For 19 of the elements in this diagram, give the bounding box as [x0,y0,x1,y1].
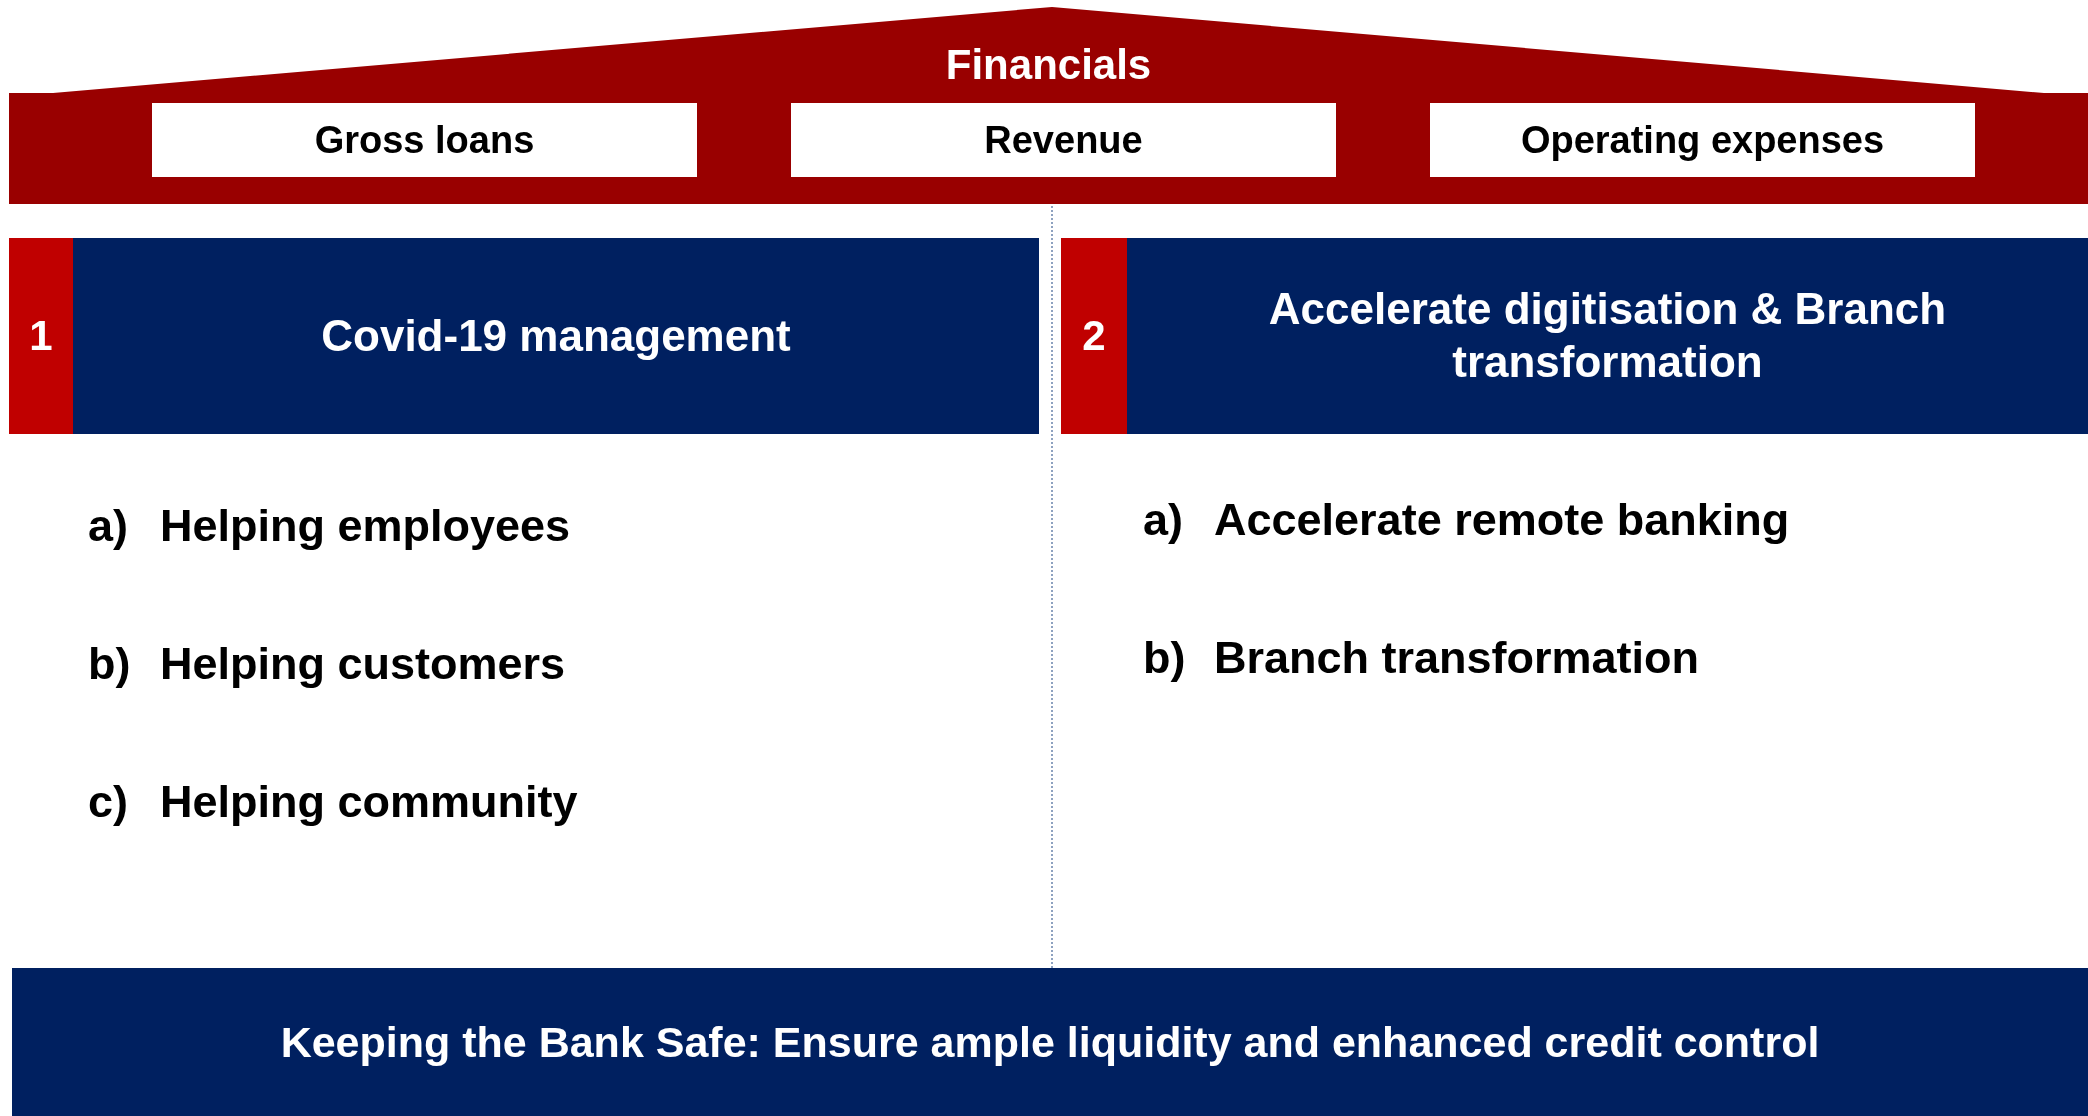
list-item: Helping community [160,776,578,828]
pillar-header: Covid-19 management [73,238,1039,434]
number-tab: 2 [1061,238,1127,434]
list-item: Helping customers [160,638,566,690]
list-item: Accelerate remote banking [1214,494,1790,546]
number-tab: 1 [9,238,73,434]
list-marker: a) [1143,494,1183,546]
list-item: Helping employees [160,500,571,552]
list-marker: c) [88,776,128,828]
list-marker: a) [88,500,128,552]
metric-box: Revenue [791,103,1336,177]
metric-box: Gross loans [152,103,697,177]
metric-box: Operating expenses [1430,103,1975,177]
list-marker: b) [88,638,131,690]
foundation-bar: Keeping the Bank Safe: Ensure ample liquidity and enhanced credit control [12,968,2088,1116]
list-marker: b) [1143,632,1186,684]
pillar-header: Accelerate digitisation & Branch transformation [1127,238,2088,434]
list-item: Branch transformation [1214,632,1700,684]
roof-title: Financials [944,41,1153,89]
